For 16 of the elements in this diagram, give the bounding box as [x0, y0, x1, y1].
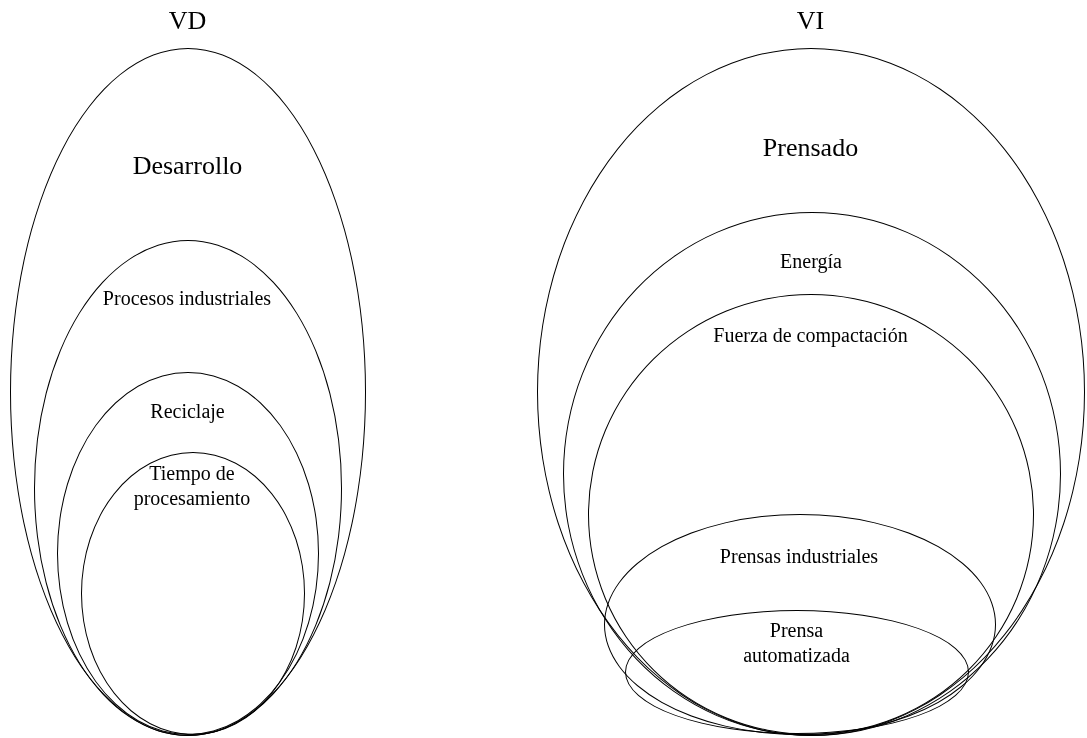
ellipse-label: Fuerza de compactación	[712, 322, 909, 348]
ellipse-label: Procesos industriales	[101, 286, 273, 311]
ellipse	[588, 294, 1034, 735]
ellipse-label: Desarrollo	[131, 149, 244, 182]
ellipse-label: Tiempo de procesamiento	[132, 461, 252, 511]
column-heading: VD	[167, 4, 208, 37]
ellipse	[603, 513, 996, 735]
ellipse-label: Prensado	[761, 131, 860, 164]
ellipse-label: Prensas industriales	[718, 544, 880, 569]
ellipse	[33, 239, 342, 736]
ellipse-label: Prensa automatizada	[742, 617, 851, 668]
ellipse	[57, 372, 319, 735]
ellipse	[80, 451, 305, 735]
ellipse-label: Energía	[779, 249, 843, 274]
ellipse-label: Reciclaje	[149, 398, 226, 424]
column-heading: VI	[795, 4, 826, 37]
